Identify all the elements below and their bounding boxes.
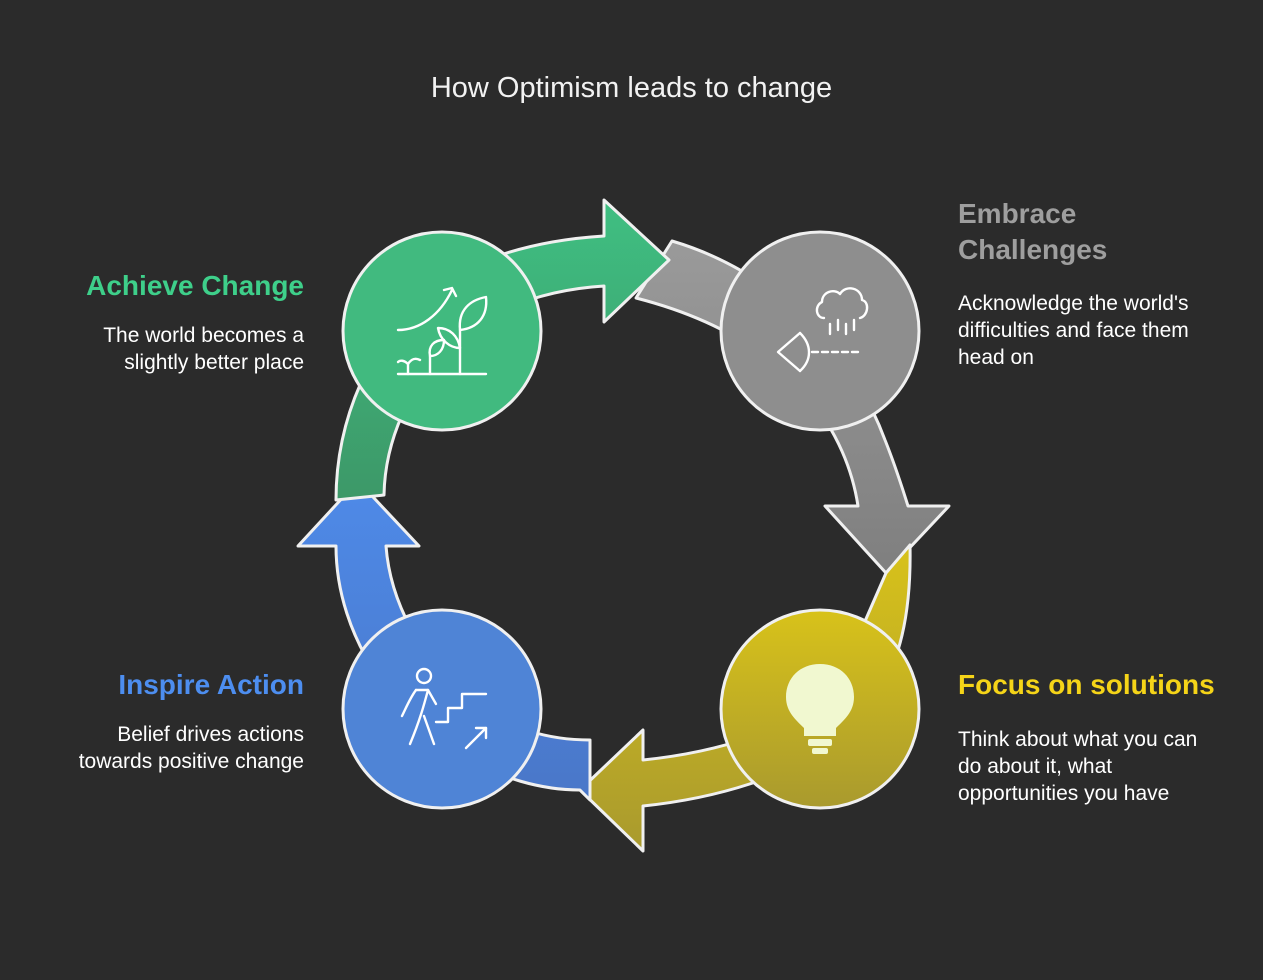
node-inspire-action — [341, 608, 543, 810]
heading-achieve-change: Achieve Change — [86, 270, 304, 301]
desc-focus-on-solutions: Think about what you can do about it, wh… — [958, 728, 1198, 805]
desc-embrace-challenges: Acknowledge the world's difficulties and… — [958, 292, 1189, 369]
heading-inspire-action: Inspire Action — [118, 669, 304, 700]
growing-plant-icon — [396, 286, 488, 376]
desc-achieve-change: The world becomes a slightly better plac… — [103, 324, 304, 374]
person-climbing-stairs-icon — [400, 667, 488, 750]
node-embrace-challenges — [719, 230, 921, 432]
lightbulb-icon — [786, 664, 854, 754]
heading-embrace-challenges: Embrace Challenges — [958, 198, 1108, 265]
diagram-title: How Optimism leads to change — [430, 72, 833, 104]
rain-cloud-icon — [776, 287, 869, 373]
desc-inspire-action: Belief drives actions towards positive c… — [78, 723, 304, 773]
node-achieve-change — [341, 230, 543, 432]
heading-focus-on-solutions: Focus on solutions — [958, 669, 1215, 700]
